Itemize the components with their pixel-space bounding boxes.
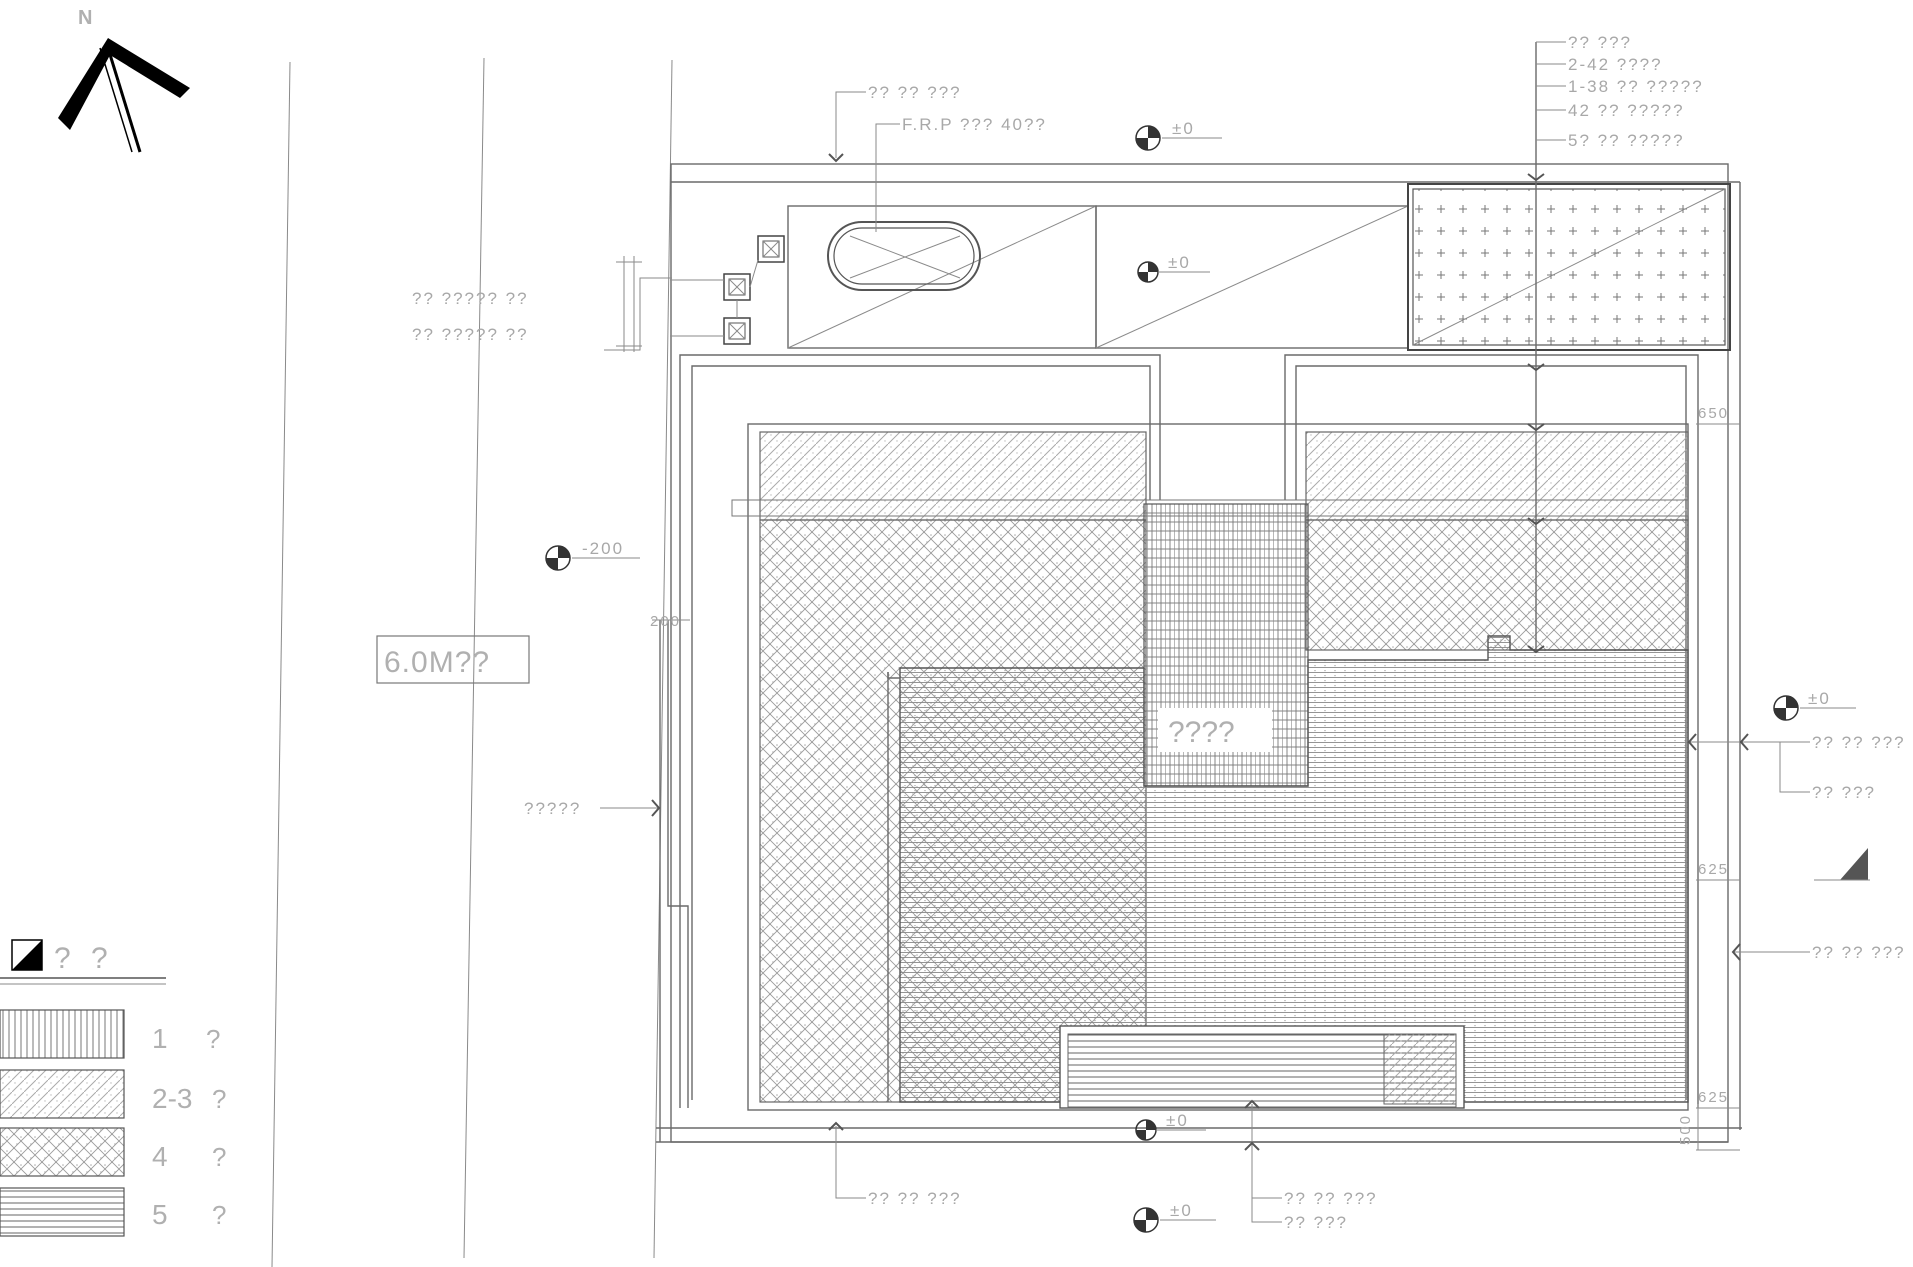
- legend: ? ? 1 ? 2-3 ? 4 ? 5 ?: [0, 939, 226, 1237]
- level-marker-icon: [545, 545, 640, 571]
- left-group-leader: [604, 256, 724, 352]
- dim-right-bottom: 625: [1698, 1089, 1729, 1106]
- dim-right-top: 650: [1698, 405, 1729, 422]
- top-left-leader: [828, 91, 900, 232]
- note-bottom-right-2: ?? ???: [1284, 1213, 1348, 1232]
- note-top-left-2: F.R.P ??? 40??: [902, 115, 1047, 134]
- level-marker-icon: [1135, 125, 1222, 151]
- note-right-stack-0: ?? ???: [1568, 33, 1632, 52]
- right-lower-leader: [1731, 848, 1870, 961]
- frp-pond: [827, 221, 981, 291]
- north-arrow-icon: N: [58, 7, 190, 153]
- dimension-lines: [652, 423, 1740, 1151]
- dim-left-small: 200: [650, 613, 681, 630]
- right-mid-leader: [1687, 733, 1810, 793]
- legend-title: ? ?: [54, 942, 114, 975]
- note-right-lower: ?? ?? ???: [1812, 943, 1906, 962]
- center-tag: ????: [1158, 708, 1272, 752]
- legend-num-4: 5: [152, 1199, 168, 1230]
- level-marker-icon: [1135, 1119, 1206, 1141]
- legend-num-3: 4: [152, 1141, 168, 1172]
- note-right-stack-1: 2-42 ????: [1568, 55, 1663, 74]
- note-right-stack-3: 42 ?? ?????: [1568, 101, 1685, 120]
- valve-boxes: [723, 235, 785, 345]
- level-right: ±0: [1808, 689, 1831, 708]
- site-width-tag: 6.0M??: [376, 635, 530, 684]
- bottom-left-leader: [828, 1121, 866, 1199]
- north-label: N: [78, 7, 92, 29]
- note-right-mid-1: ?? ?? ???: [1812, 733, 1906, 752]
- level-left: -200: [582, 539, 624, 558]
- level-bottom-inside: ±0: [1166, 1111, 1189, 1130]
- hatch-zone-diagonal: [759, 431, 1689, 521]
- legend-title-icon: [11, 939, 43, 971]
- legend-swatch-3: [0, 1127, 125, 1177]
- legend-swatch-2: [0, 1069, 125, 1119]
- top-garden-strip: [787, 205, 1409, 349]
- note-left-mid: ?????: [524, 799, 581, 818]
- bottom-deck: [1059, 1025, 1465, 1109]
- note-bottom-right-1: ?? ?? ???: [1284, 1189, 1378, 1208]
- legend-num-2: 2-3: [152, 1083, 192, 1114]
- note-right-stack-4: 5? ?? ?????: [1568, 131, 1685, 150]
- level-bottom-outside: ±0: [1170, 1201, 1193, 1220]
- legend-text-1: ?: [206, 1024, 220, 1054]
- level-marker-icon: [1773, 695, 1856, 721]
- legend-text-3: ?: [212, 1142, 226, 1172]
- legend-swatch-1: [0, 1009, 125, 1059]
- level-marker-icon: [1137, 261, 1210, 283]
- note-bottom-left: ?? ?? ???: [868, 1189, 962, 1208]
- note-right-mid-2: ?? ???: [1812, 783, 1876, 802]
- street-boundary-lines: [271, 57, 673, 1267]
- note-right-stack-2: 1-38 ?? ?????: [1568, 77, 1704, 96]
- legend-text-4: ?: [212, 1200, 226, 1230]
- note-left-group-2: ?? ????? ??: [412, 325, 529, 344]
- dim-bottom-vertical: 500: [1677, 1114, 1694, 1145]
- site-width-label: 6.0M??: [384, 646, 490, 679]
- site-boundary: [656, 163, 1742, 1143]
- left-mid-leader: [600, 799, 661, 817]
- hatch-zone-horizontal: [887, 635, 1689, 1103]
- level-marker-icon: [1133, 1207, 1216, 1233]
- legend-swatch-4: [0, 1187, 125, 1237]
- right-leader-column: [1527, 41, 1566, 654]
- bottom-right-leader: [1244, 1099, 1282, 1223]
- note-top-left-1: ?? ?? ???: [868, 83, 962, 102]
- dim-right-mid: 625: [1698, 861, 1729, 878]
- legend-text-2: ?: [212, 1084, 226, 1114]
- left-step-edge: [659, 620, 689, 1142]
- legend-num-1: 1: [152, 1023, 168, 1054]
- level-pond-area: ±0: [1168, 253, 1191, 272]
- level-top-outside: ±0: [1172, 119, 1195, 138]
- center-tag-label: ????: [1168, 716, 1235, 749]
- note-left-group-1: ?? ????? ??: [412, 289, 529, 308]
- planter-plus: [1407, 183, 1731, 351]
